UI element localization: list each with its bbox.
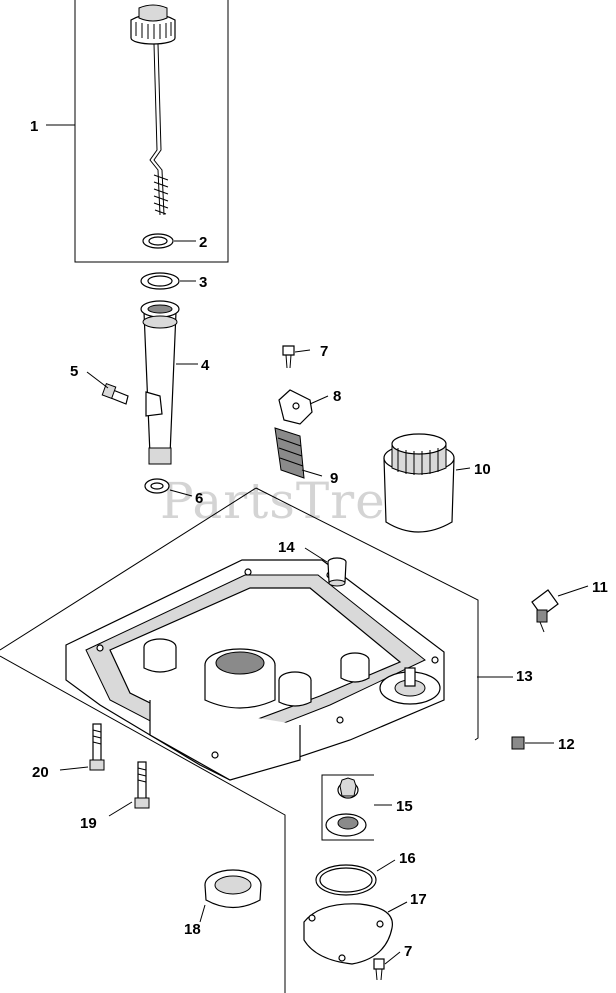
callout-7-bottom: 7 [404, 943, 412, 960]
seal-part-3[interactable] [140, 272, 180, 290]
oil-filter-part[interactable] [383, 433, 455, 533]
callout-9: 9 [330, 470, 338, 487]
oil-pump-gear-part[interactable] [325, 777, 367, 837]
callout-1: 1 [30, 118, 38, 135]
bolt-part-20[interactable] [89, 723, 105, 771]
callout-7-top: 7 [320, 343, 328, 360]
o-ring-part-2[interactable] [142, 233, 174, 249]
leader-lines [46, 124, 589, 965]
callout-13: 13 [516, 668, 533, 685]
dipstick-part[interactable] [130, 4, 176, 216]
callout-18: 18 [184, 921, 201, 938]
oil-pan-bracket [255, 487, 513, 741]
callout-12: 12 [558, 736, 575, 753]
callout-5: 5 [70, 363, 78, 380]
callout-8: 8 [333, 388, 341, 405]
bolt-part-19[interactable] [134, 761, 150, 809]
cover-plate-part[interactable] [303, 903, 393, 965]
callout-16: 16 [399, 850, 416, 867]
callout-19: 19 [80, 815, 97, 832]
seal-part-18[interactable] [204, 869, 262, 909]
callout-10: 10 [474, 461, 491, 478]
callout-17: 17 [410, 891, 427, 908]
callout-3: 3 [199, 274, 207, 291]
washer-part-6[interactable] [144, 478, 170, 494]
oil-pan-group-outline [0, 487, 286, 993]
dipstick-group-bracket [74, 0, 229, 263]
watermark: PartsTree [160, 472, 416, 530]
pin-part-14[interactable] [327, 557, 347, 587]
oil-pan-part[interactable] [65, 559, 445, 781]
o-ring-part-16[interactable] [315, 864, 377, 896]
dipstick-tube-part[interactable] [140, 300, 180, 465]
oil-pressure-switch-part[interactable] [531, 589, 559, 633]
screw-part-7-top[interactable] [282, 345, 295, 369]
callout-11: 11 [592, 579, 608, 596]
callout-2: 2 [199, 234, 207, 251]
callout-20: 20 [32, 764, 49, 781]
callout-4: 4 [201, 357, 210, 374]
callout-15: 15 [396, 798, 413, 815]
bolt-part-5[interactable] [101, 383, 129, 405]
plug-part-12[interactable] [511, 736, 525, 750]
callout-6: 6 [195, 490, 203, 507]
gear-group-bracket [321, 774, 374, 841]
callout-14: 14 [278, 539, 295, 556]
screw-part-7-bottom[interactable] [373, 958, 385, 981]
screen-part-9[interactable] [274, 427, 305, 479]
bracket-part-8[interactable] [278, 389, 313, 425]
